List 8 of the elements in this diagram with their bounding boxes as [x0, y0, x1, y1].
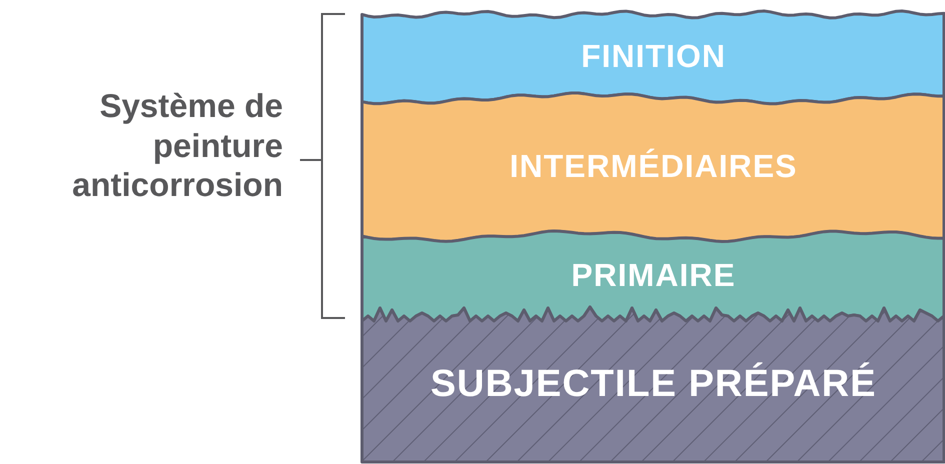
- layer-label: SUBJECTILE PRÉPARÉ: [430, 362, 876, 406]
- layer-label: FINITION: [581, 38, 726, 75]
- intermediate-layer: [362, 90, 945, 242]
- layer-label: INTERMÉDIAIRES: [510, 148, 798, 185]
- system-label: Système de peinture anticorrosion: [71, 86, 283, 205]
- finish-layer: [362, 8, 945, 104]
- layer-label: PRIMAIRE: [571, 256, 736, 294]
- substrate-layer: [362, 305, 945, 463]
